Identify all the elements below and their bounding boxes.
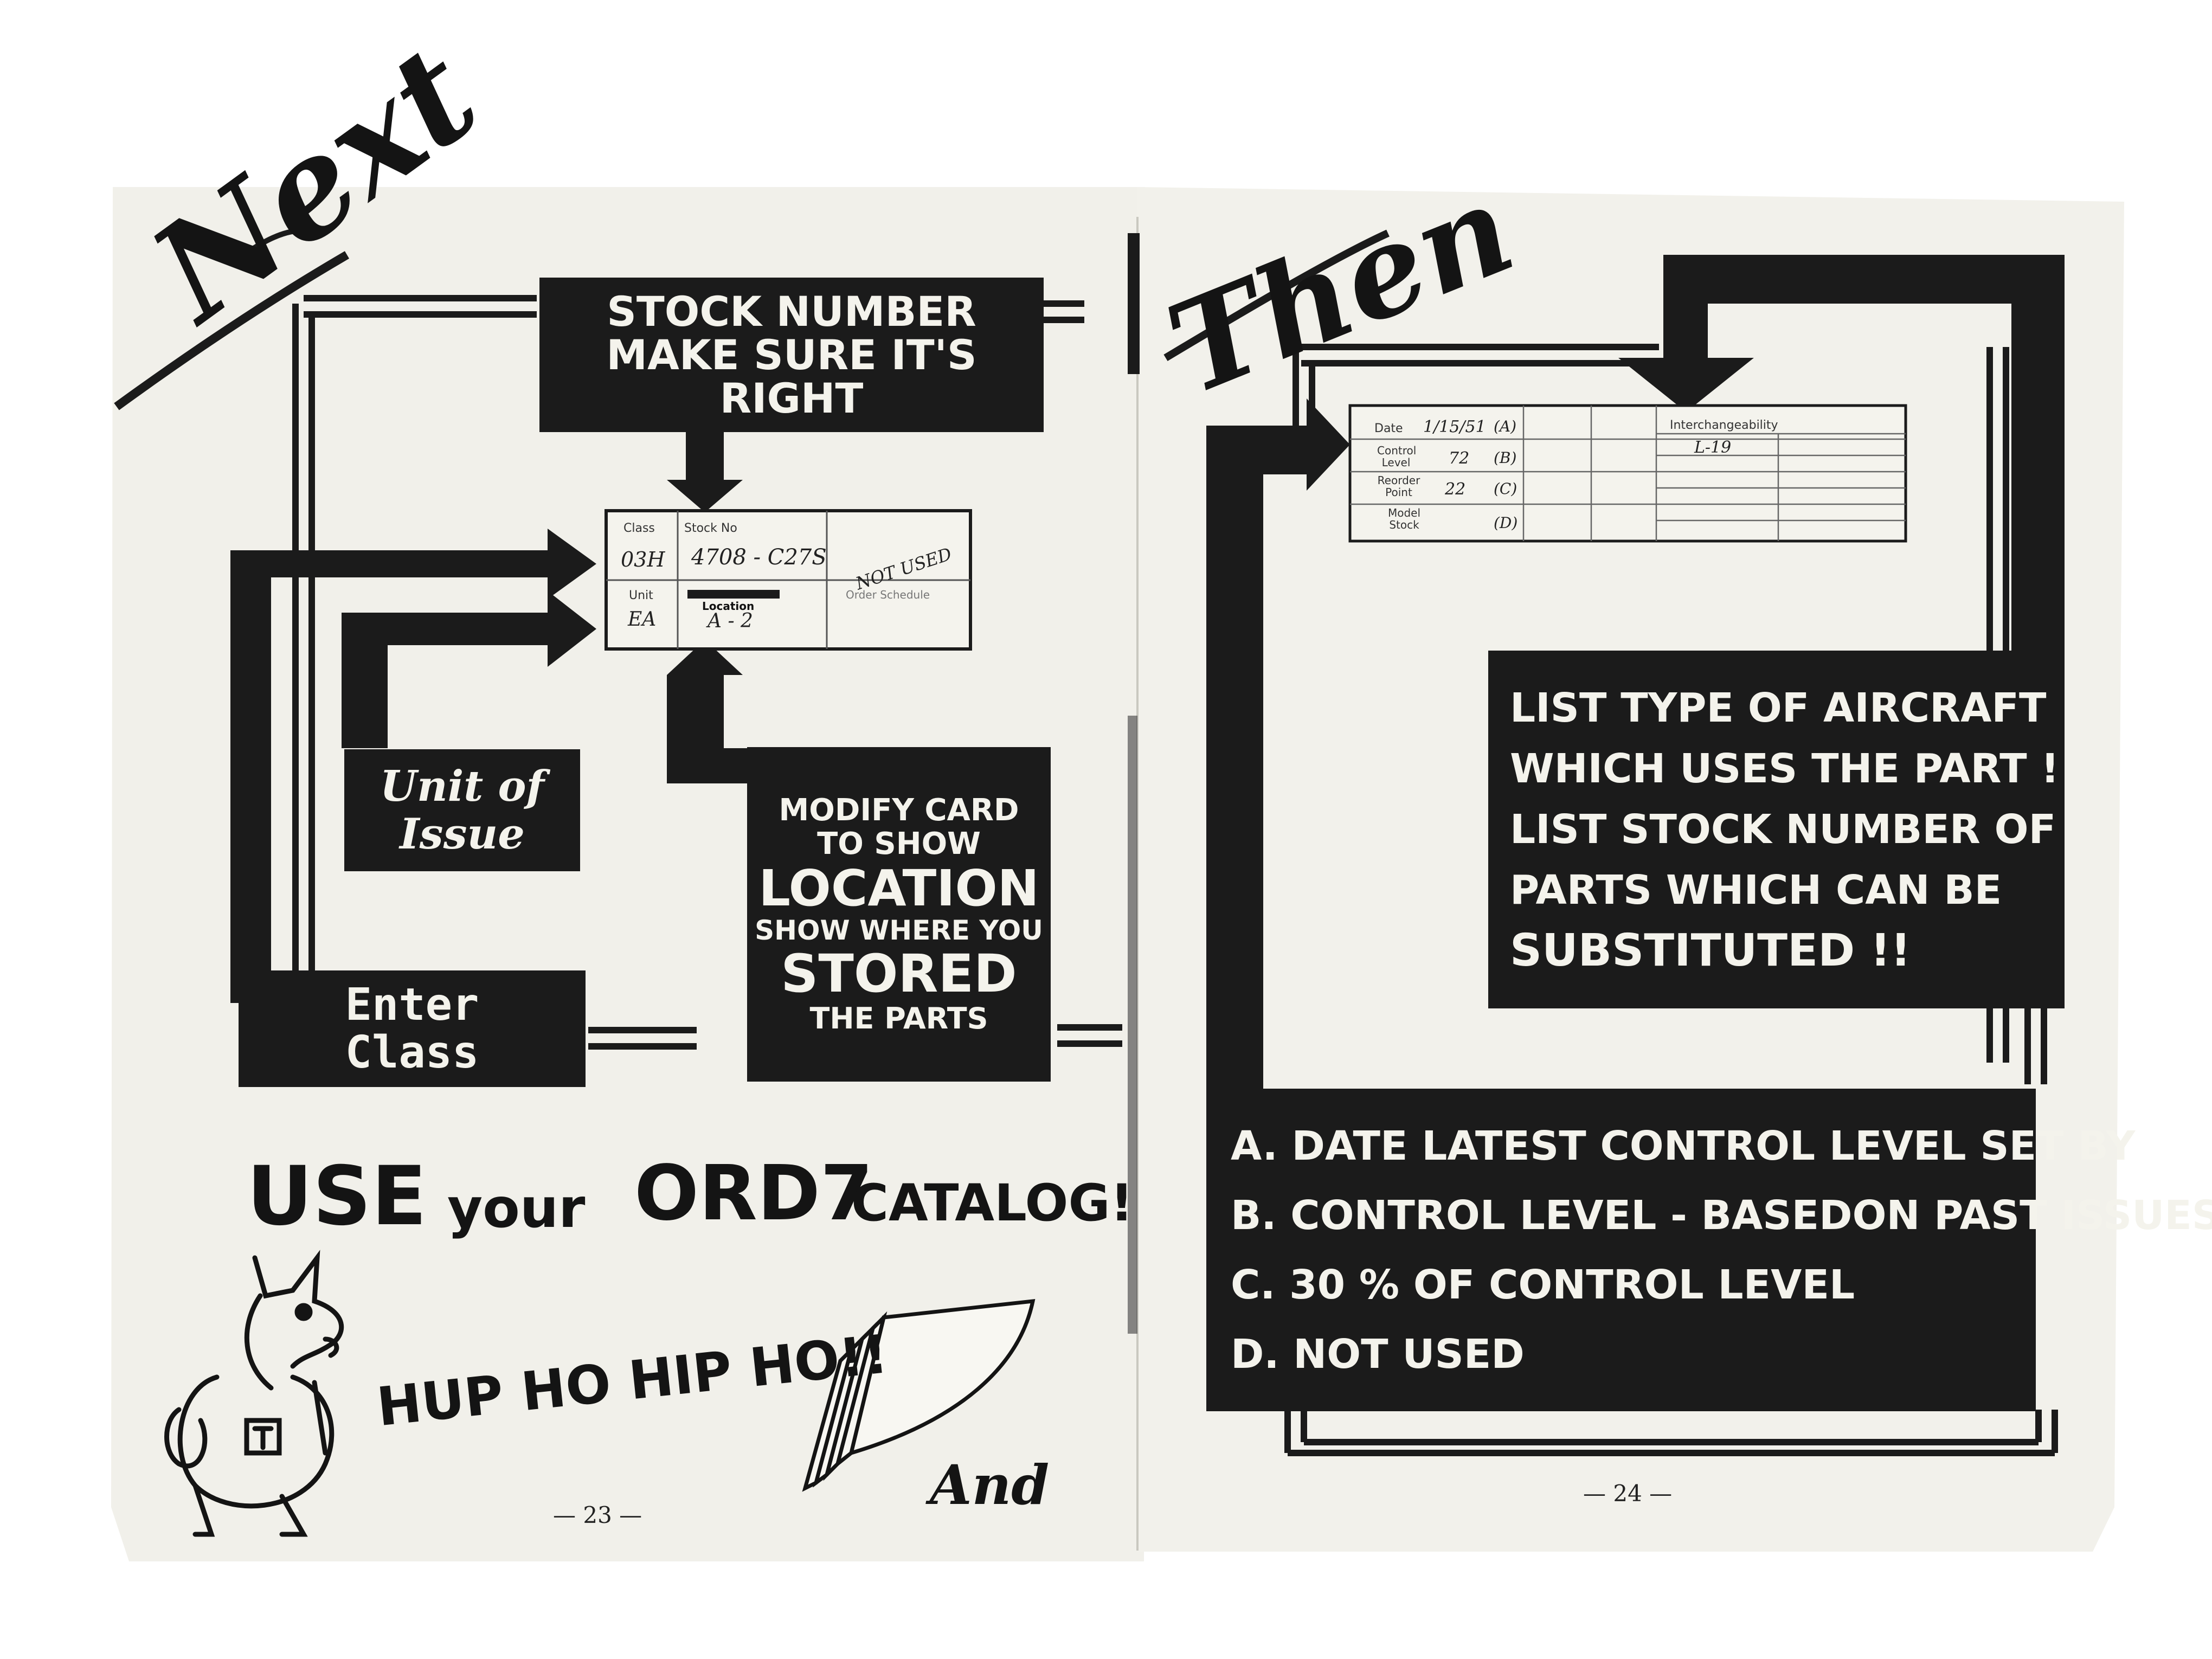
legend-box: A. DATE LATEST CONTROL LEVEL SET BY B. C… [1206, 1089, 2212, 1411]
modify-line-2: TO SHOW [817, 826, 981, 861]
catalog-your: your [447, 1176, 586, 1240]
modify-line-4: SHOW WHERE YOU [755, 914, 1043, 946]
catalog-ord7: ORD7 [634, 1149, 873, 1238]
modify-line-6: THE PARTS [809, 1001, 988, 1036]
page-number-23: — 23 — [553, 1502, 642, 1528]
row-c-code: (C) [1494, 480, 1517, 498]
row-a-code: (A) [1494, 417, 1517, 435]
stock-number-box: STOCK NUMBER MAKE SURE IT'S RIGHT [539, 278, 1044, 432]
modify-line-3: LOCATION [758, 859, 1039, 917]
row-b-label: Control Level [1377, 444, 1417, 469]
card-unit-label: Unit [629, 589, 653, 602]
row-d-code: (D) [1494, 514, 1518, 532]
card-location-value: A - 2 [708, 610, 753, 632]
row-a-label: Date [1374, 422, 1403, 435]
unit-box-line-1: Unit of [380, 761, 545, 811]
row-c-label: Reorder Point [1377, 474, 1420, 499]
modify-line-5: STORED [781, 943, 1017, 1004]
stock-box-line-2: MAKE SURE IT'S [606, 330, 977, 379]
legend-line-c: C. 30 % OF CONTROL LEVEL [1231, 1261, 1855, 1308]
modify-line-1: MODIFY CARD [779, 793, 1019, 828]
interchange-label: Interchangeability [1670, 419, 1778, 432]
and-text: And [930, 1453, 1050, 1517]
unit-of-issue-box: Unit of Issue [344, 749, 580, 871]
enter-box-line-1: Enter [345, 979, 479, 1031]
stock-box-line-1: STOCK NUMBER [607, 287, 976, 336]
aircraft-box: LIST TYPE OF AIRCRAFT WHICH USES THE PAR… [1488, 651, 2059, 1008]
row-a-value: 1/15/51 [1423, 417, 1486, 436]
legend-line-a: A. DATE LATEST CONTROL LEVEL SET BY [1231, 1122, 2136, 1169]
card-stock-label: Stock No [684, 522, 737, 535]
card-class-label: Class [623, 522, 655, 535]
card-location-label: Location [702, 600, 755, 613]
aircraft-line-5: SUBSTITUTED !! [1510, 925, 1911, 976]
catalog-use: USE [247, 1149, 427, 1244]
aircraft-line-4: PARTS WHICH CAN BE [1510, 867, 2002, 914]
card-order-label: Order Schedule [846, 588, 930, 601]
enter-box-line-2: Class [345, 1026, 479, 1078]
unit-box-line-2: Issue [400, 809, 525, 859]
row-b-code: (B) [1494, 449, 1517, 467]
legend-line-b: B. CONTROL LEVEL - BASEDON PAST ISSUES [1231, 1192, 2212, 1239]
card-unit-value: EA [628, 608, 657, 631]
card-stock-value: 4708 - C27S [691, 545, 827, 570]
stock-box-line-3: RIGHT [719, 374, 864, 422]
page-number-24: — 24 — [1583, 1480, 1673, 1507]
catalog-word: CATALOG! [851, 1174, 1134, 1233]
aircraft-line-1: LIST TYPE OF AIRCRAFT [1510, 685, 2047, 731]
row-d-label: Model Stock [1387, 506, 1421, 531]
row-b-value: 72 [1449, 449, 1470, 468]
legend-line-d: D. NOT USED [1231, 1330, 1525, 1378]
row-c-value: 22 [1445, 480, 1466, 499]
aircraft-line-3: LIST STOCK NUMBER OF [1510, 806, 2056, 853]
enter-class-box: Enter Class [239, 970, 586, 1087]
card-class-value: 03H [621, 548, 665, 571]
aircraft-line-2: WHICH USES THE PART ! [1510, 745, 2060, 792]
modify-card-box: MODIFY CARD TO SHOW LOCATION SHOW WHERE … [747, 747, 1051, 1082]
interchange-value: L-19 [1694, 438, 1732, 457]
